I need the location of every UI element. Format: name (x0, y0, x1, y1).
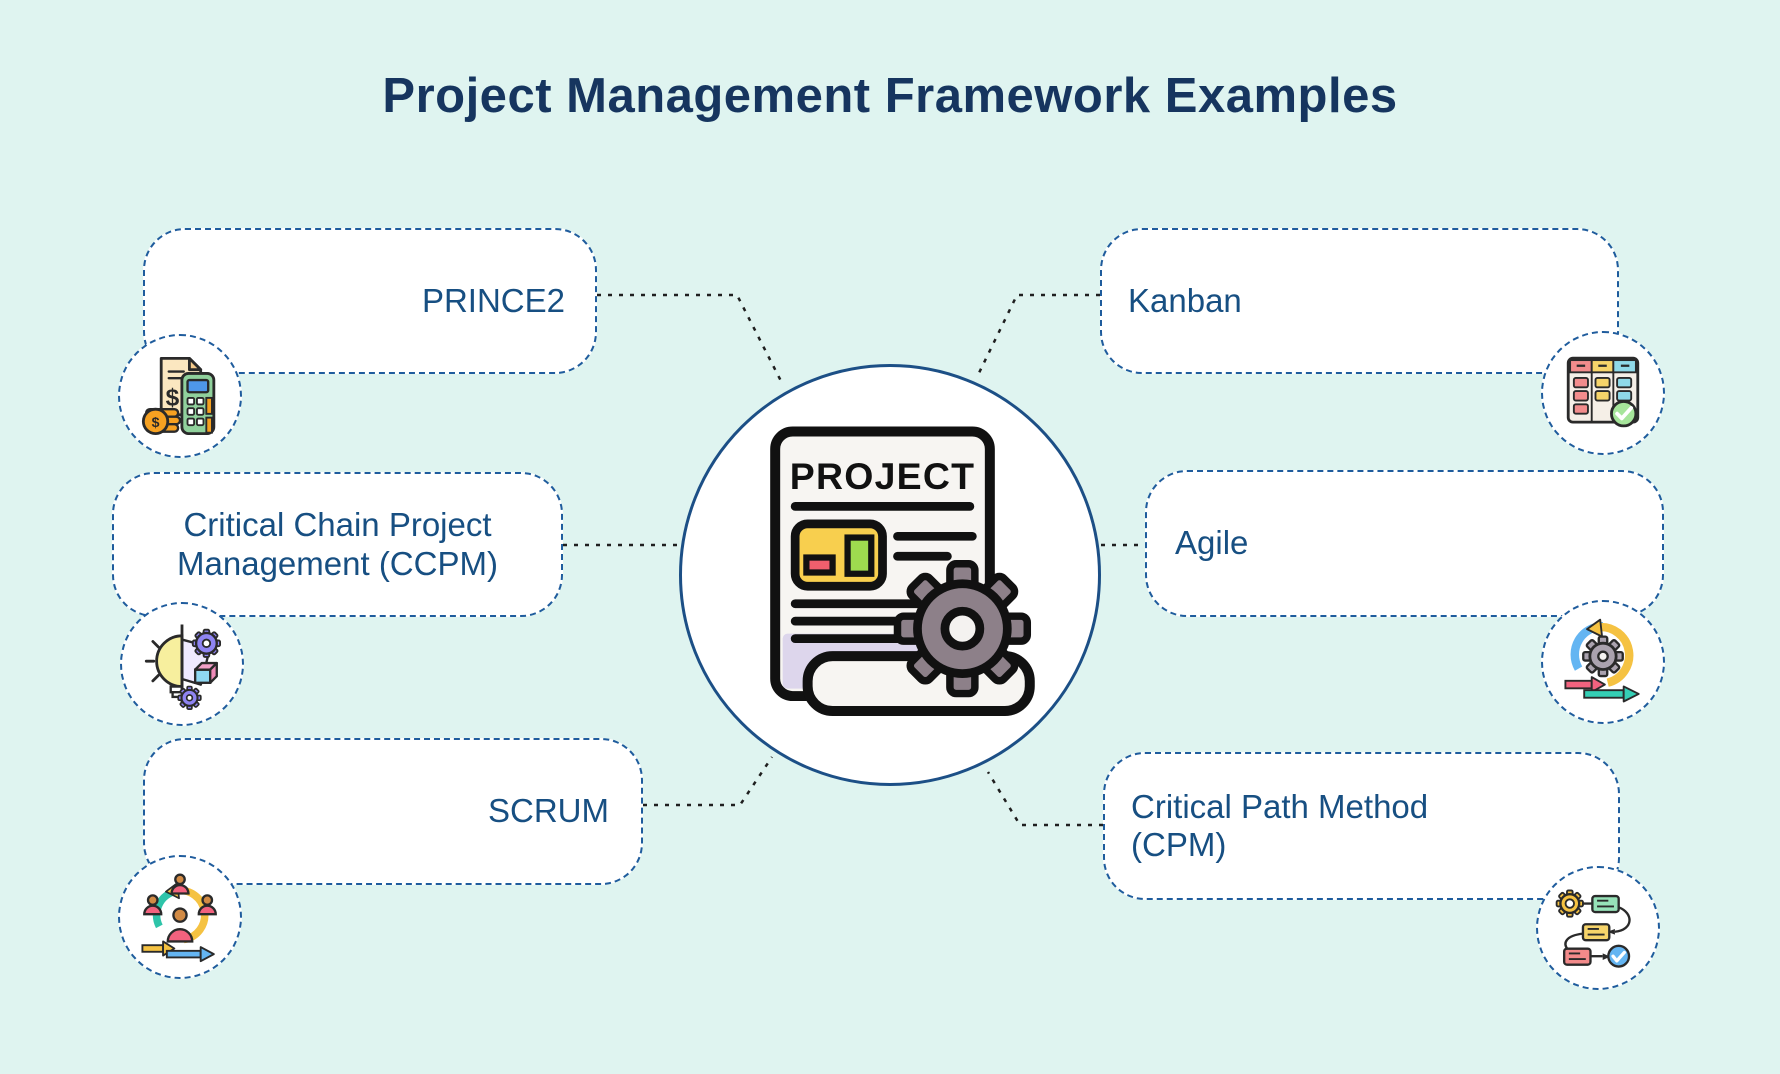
cpm-icon-circle (1536, 866, 1660, 990)
node-cpm: Critical Path Method (CPM) (1103, 752, 1620, 900)
scrum-team-icon (141, 873, 217, 963)
node-label: PRINCE2 (421, 281, 565, 319)
node-label: Critical Path Method (CPM) (1131, 787, 1429, 863)
idea-gears-icon (144, 624, 222, 710)
kanban-board-icon (1566, 356, 1640, 428)
node-kanban: Kanban (1100, 228, 1619, 374)
project-document-gear-icon: PROJECT (770, 426, 1035, 717)
agile-sprint-icon (1564, 618, 1640, 703)
node-label: SCRUM (488, 792, 609, 830)
workflow-check-icon (1555, 889, 1631, 968)
scrum-icon-circle (118, 855, 242, 979)
prince2-icon-circle: $ $ (118, 334, 242, 458)
kanban-icon-circle (1541, 331, 1665, 455)
center-circle: PROJECT (679, 364, 1101, 786)
node-label: Agile (1175, 524, 1249, 562)
budget-calculator-icon: $ $ (141, 356, 216, 436)
node-ccpm: Critical Chain Project Management (CCPM) (112, 472, 563, 617)
node-label: Critical Chain Project Management (CCPM) (177, 506, 498, 582)
connector-scrum (643, 756, 774, 807)
connector-prince2 (597, 293, 785, 386)
node-scrum: SCRUM (143, 738, 643, 885)
agile-icon-circle (1541, 600, 1665, 724)
connector-kanban (975, 293, 1100, 378)
svg-text:$: $ (166, 384, 180, 411)
project-document-title: PROJECT (790, 455, 976, 497)
svg-text:$: $ (152, 414, 160, 430)
ccpm-icon-circle (120, 602, 244, 726)
node-label: Kanban (1128, 281, 1242, 319)
connector-cpm (986, 771, 1103, 827)
page-title: Project Management Framework Examples (382, 69, 1398, 123)
node-agile: Agile (1145, 470, 1664, 617)
